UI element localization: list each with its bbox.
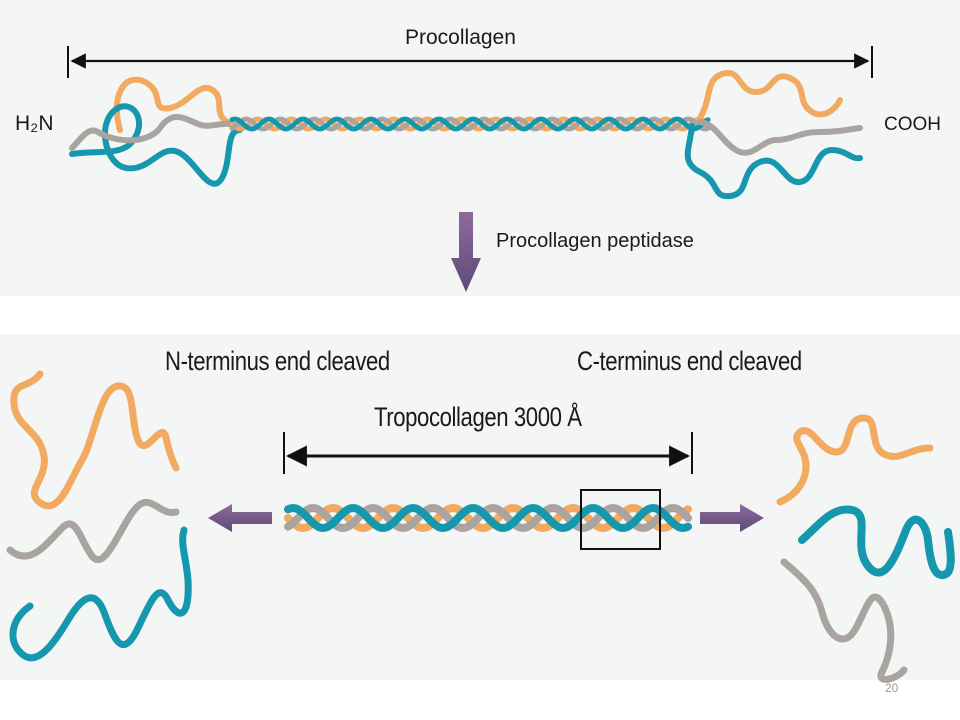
n-propeptide-orange xyxy=(113,76,239,133)
helix-strand-orange xyxy=(229,116,711,132)
cleaved-n-teal xyxy=(9,526,192,662)
enzyme-label: Procollagen peptidase xyxy=(496,230,694,252)
n-propeptide-gray xyxy=(69,114,243,151)
helix-strand-teal xyxy=(229,116,711,132)
slide-number: 20 xyxy=(885,681,899,695)
procollagen-panel xyxy=(0,0,960,296)
cleaved-c-fragments xyxy=(776,414,955,683)
tropocollagen-label: Tropocollagen 3000 Å xyxy=(374,402,582,432)
helix-strand-teal xyxy=(284,504,692,532)
procollagen-title: Procollagen xyxy=(405,26,516,49)
helix-strand-gray xyxy=(284,504,692,532)
left-arrow-icon xyxy=(208,504,272,532)
cleaved-c-teal xyxy=(798,505,955,579)
c-terminus-label: COOH xyxy=(884,114,941,135)
procollagen-triple-helix xyxy=(229,116,711,132)
cleaved-n-orange xyxy=(10,370,180,510)
cleaved-c-gray xyxy=(780,558,908,683)
tropocollagen-length-arrow xyxy=(283,432,693,474)
cleaved-n-fragments xyxy=(6,370,192,662)
c-terminus-cleaved-label: C-terminus end cleaved xyxy=(577,346,802,376)
cleaved-c-orange xyxy=(776,414,934,506)
c-propeptide-gray xyxy=(697,119,863,156)
helix-highlight-box xyxy=(580,489,661,550)
helix-strand-gray xyxy=(229,116,711,132)
right-arrow-icon xyxy=(700,504,764,532)
procollagen-length-arrow xyxy=(67,46,873,78)
c-propeptide-teal xyxy=(684,123,863,200)
n-propeptide-teal xyxy=(69,103,243,187)
c-propeptide-orange xyxy=(697,70,843,121)
n-terminus-cleaved-label: N-terminus end cleaved xyxy=(165,346,390,376)
n-terminus-label: H₂N xyxy=(15,112,54,135)
procollagen-molecule xyxy=(69,70,863,200)
down-arrow-icon xyxy=(451,212,481,292)
cleaved-n-gray xyxy=(6,498,180,563)
tropocollagen-triple-helix xyxy=(284,504,692,532)
